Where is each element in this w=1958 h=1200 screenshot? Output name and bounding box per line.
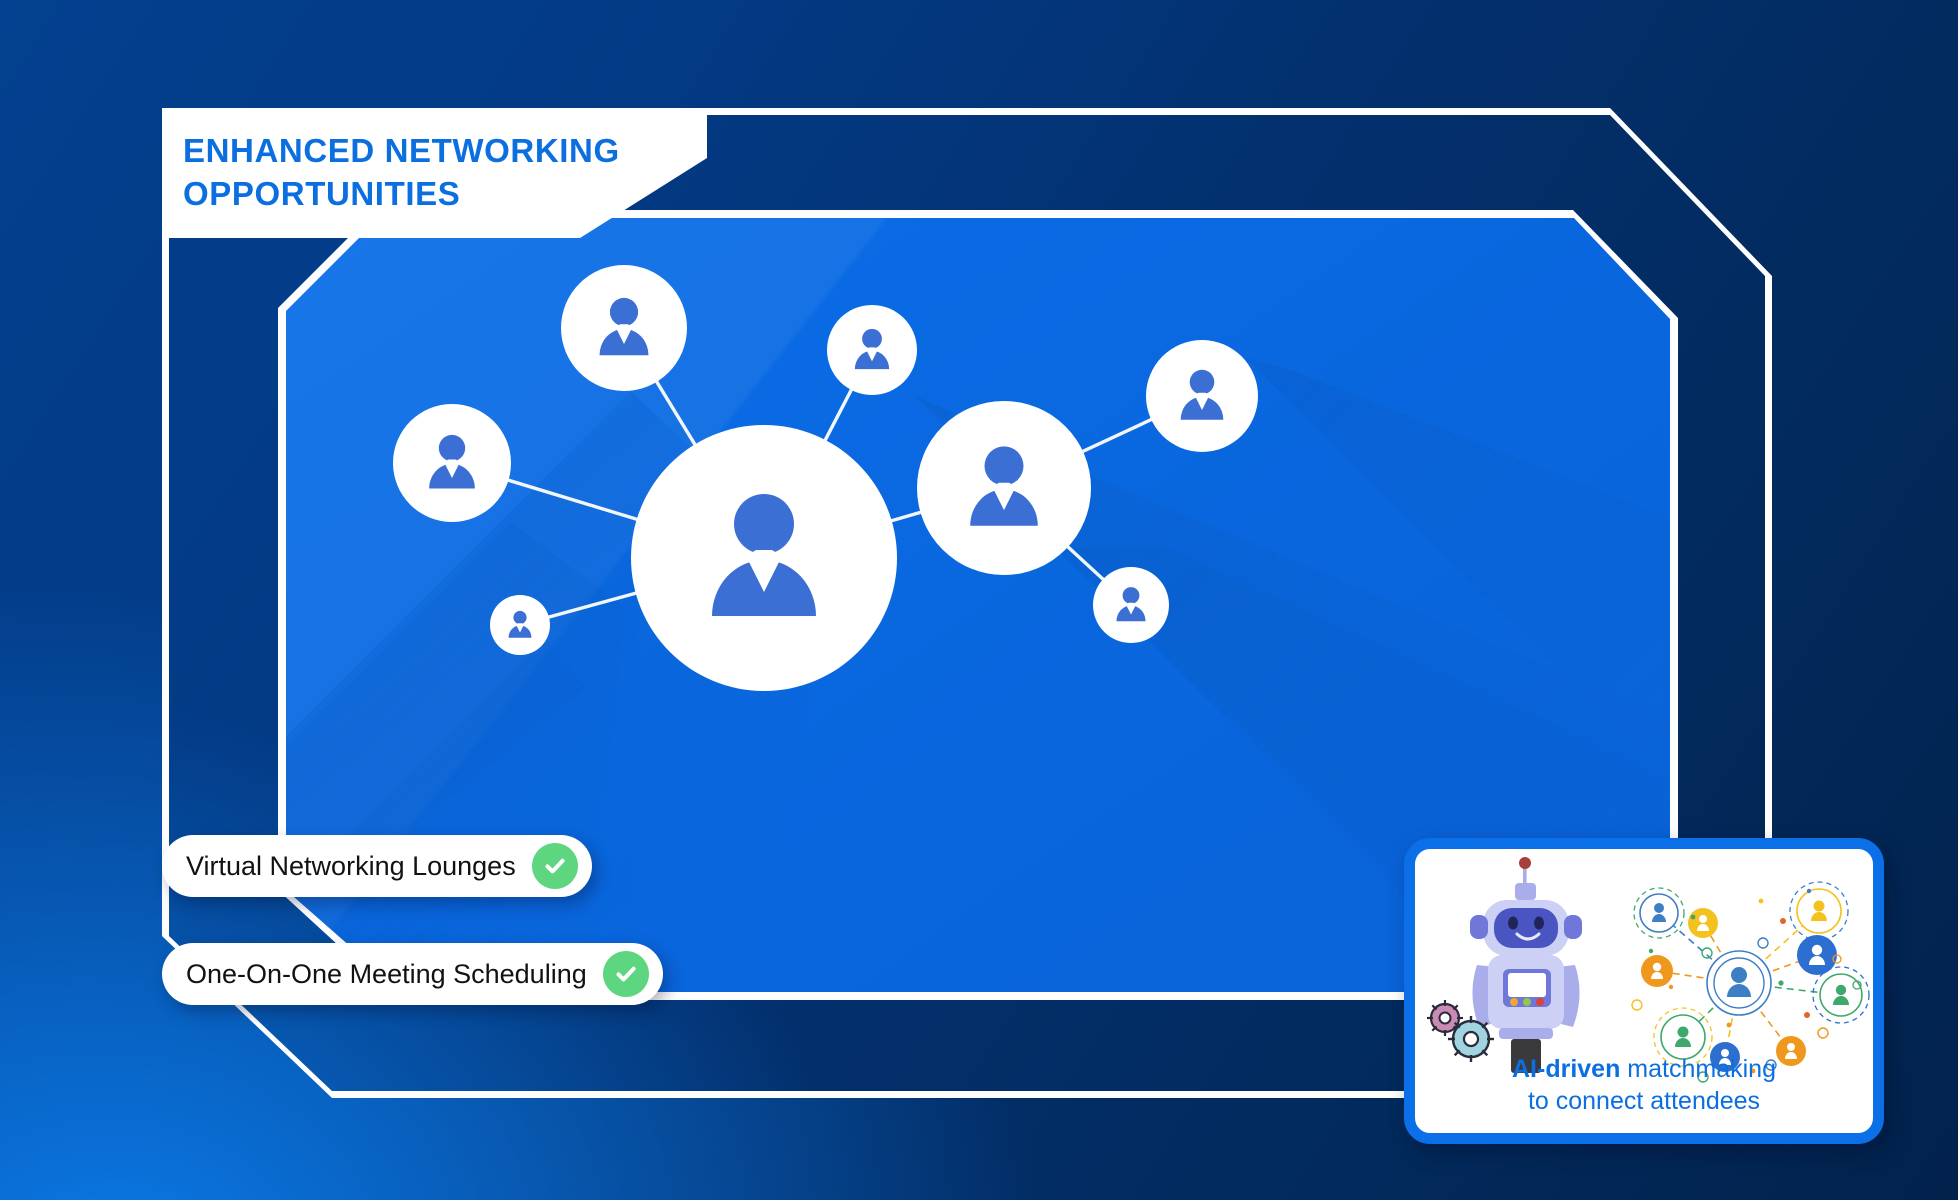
ai-caption-strong: AI-driven [1512,1055,1621,1083]
network-node-peer[interactable] [561,265,687,391]
ai-caption-line-2: to connect attendees [1527,1087,1761,1115]
feature-pill[interactable]: Virtual Networking Lounges [162,835,592,897]
ai-card-illustration [1427,857,1870,1083]
network-node-peer[interactable] [490,595,550,655]
ai-matchmaking-card[interactable]: AI-driven matchmaking to connect attende… [1404,838,1884,1144]
network-node-peer[interactable] [393,404,511,522]
gears-icon [1427,1000,1494,1062]
ai-card-caption: AI-driven matchmaking to connect attende… [1415,1053,1873,1117]
network-nodes [393,265,1258,691]
network-node-peer[interactable] [827,305,917,395]
robot-icon [1470,857,1582,1073]
title-line-1: ENHANCED NETWORKING [183,132,620,169]
check-circle-icon [531,843,578,889]
network-node-peer[interactable] [1093,567,1169,643]
page-title: ENHANCED NETWORKING OPPORTUNITIES [183,130,653,216]
mini-network-icon [1631,881,1870,1083]
title-line-2: OPPORTUNITIES [183,174,461,212]
feature-pill-label: One-On-One Meeting Scheduling [186,958,587,989]
feature-pill-label: Virtual Networking Lounges [186,850,516,881]
check-circle-icon [602,951,649,997]
network-node-hub[interactable] [631,425,897,691]
network-node-peer-large[interactable] [917,401,1091,575]
feature-pill[interactable]: One-On-One Meeting Scheduling [162,943,663,1005]
ai-caption-rest: matchmaking [1620,1055,1776,1083]
network-node-peer[interactable] [1146,340,1258,452]
